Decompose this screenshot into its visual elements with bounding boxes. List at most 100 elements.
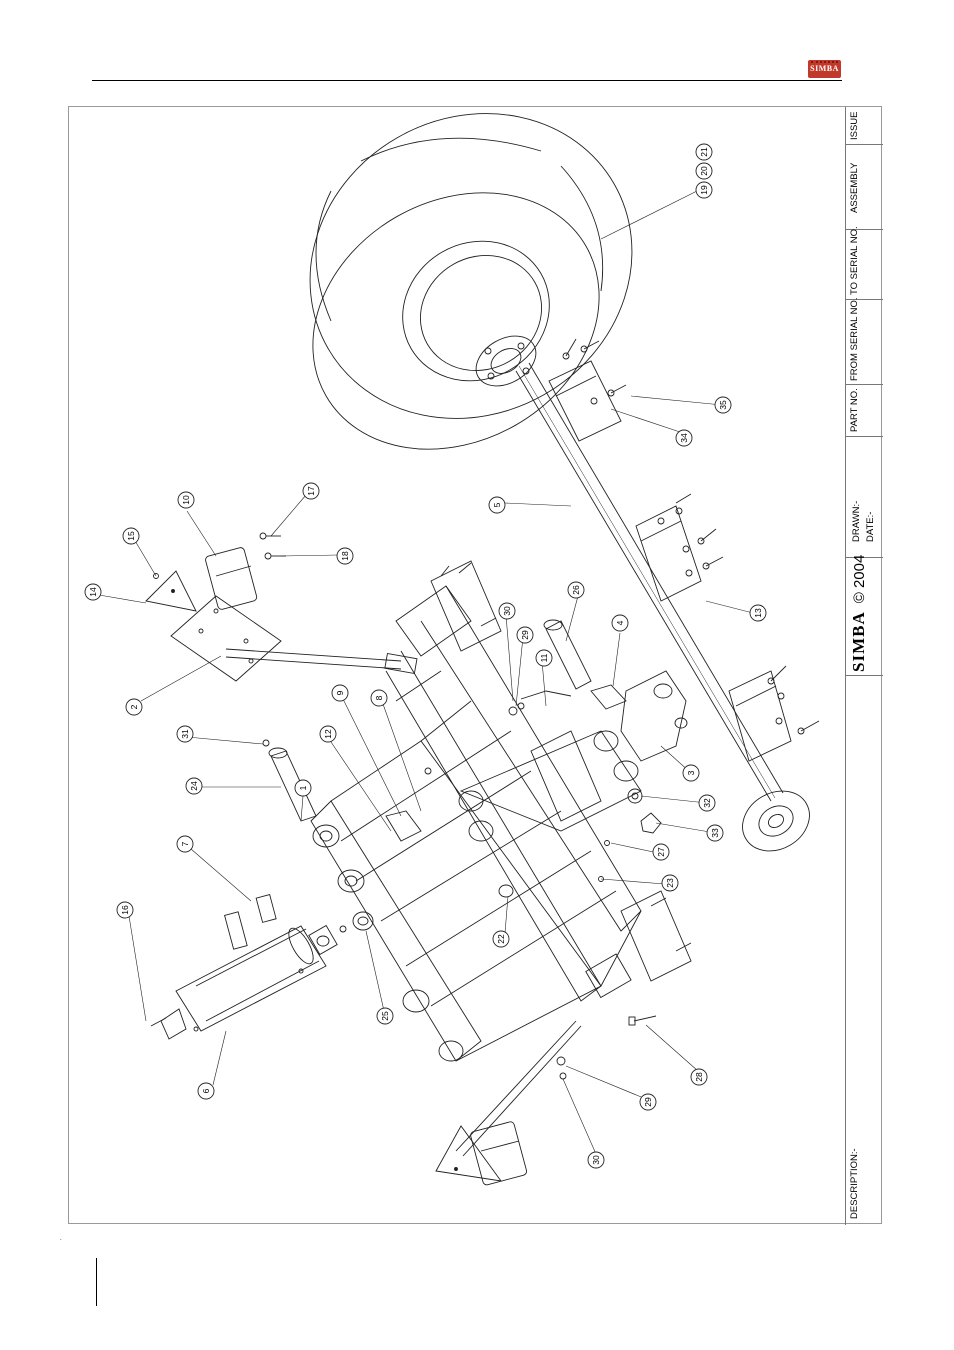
callout-3: 3: [683, 765, 699, 781]
svg-text:3: 3: [686, 770, 696, 775]
svg-text:17: 17: [306, 486, 316, 496]
callout-9: 9: [332, 685, 348, 701]
callout-15: 15: [123, 528, 139, 544]
svg-text:15: 15: [126, 531, 136, 541]
callout-30-lower: 30: [588, 1152, 604, 1168]
svg-text:10: 10: [181, 495, 191, 505]
callout-14: 14: [85, 584, 101, 600]
svg-text:20: 20: [699, 166, 709, 176]
drawing-sheet: 1 2 3 4 5 6 7 8 9 10 11 12 13 14 15 16 1…: [68, 106, 882, 1224]
svg-text:9: 9: [335, 690, 345, 695]
from-serial-label: FROM SERIAL NO.: [849, 297, 860, 381]
hydraulic-cylinder: [151, 925, 337, 1039]
callout-6: 6: [198, 1083, 214, 1099]
footer-rule: [96, 1258, 97, 1306]
wheel-tyre: [254, 107, 688, 500]
logo-year: © 2004: [851, 555, 868, 604]
callout-25: 25: [377, 1008, 393, 1024]
svg-text:6: 6: [201, 1088, 211, 1093]
svg-text:25: 25: [380, 1011, 390, 1021]
callout-27: 27: [653, 844, 669, 860]
callout-8: 8: [371, 690, 387, 706]
stop-pin-items: [154, 533, 432, 841]
callout-23: 23: [662, 875, 678, 891]
to-serial-label: TO SERIAL NO.: [849, 226, 860, 295]
title-block-logo: SIMBA © 2004: [849, 555, 869, 672]
wheel-hub: [467, 326, 544, 396]
svg-text:31: 31: [180, 729, 190, 739]
exploded-assembly-drawing: 1 2 3 4 5 6 7 8 9 10 11 12 13 14 15 16 1…: [69, 107, 883, 1225]
part-no-label: PART NO.: [849, 388, 860, 432]
title-block-divider: [845, 384, 883, 385]
frame-mount-brackets: [431, 561, 691, 981]
callout-17: 17: [303, 483, 319, 499]
callout-22: 22: [493, 931, 509, 947]
callout-26: 26: [568, 582, 584, 598]
hitch-clevis-block: [621, 671, 687, 761]
pins-and-bushes: [269, 620, 626, 932]
rear-lamp-bar: [436, 1021, 581, 1186]
svg-text:8: 8: [374, 695, 384, 700]
main-frame: [311, 586, 641, 1061]
svg-text:16: 16: [120, 905, 130, 915]
washers-nuts: [263, 703, 661, 1079]
logo-text: SIMBA: [808, 64, 841, 73]
title-block-border: [845, 107, 846, 1225]
callout-24: 24: [186, 778, 202, 794]
callout-7: 7: [177, 836, 193, 852]
title-block-divider: [845, 436, 883, 437]
svg-text:34: 34: [679, 433, 689, 443]
svg-text:13: 13: [753, 608, 763, 618]
svg-text:22: 22: [496, 934, 506, 944]
svg-text:14: 14: [88, 587, 98, 597]
frame-bolts: [629, 1016, 656, 1025]
callout-1: 1: [295, 780, 311, 796]
callout-30-upper: 30: [499, 603, 515, 619]
axle-beam: [516, 363, 783, 801]
callout-34: 34: [676, 430, 692, 446]
svg-text:30: 30: [591, 1155, 601, 1165]
callout-18: 18: [337, 548, 353, 564]
logo-brand: SIMBA: [849, 611, 868, 672]
title-block-divider: [845, 144, 883, 145]
callout-11: 11: [536, 650, 552, 666]
header-rule: [92, 80, 842, 81]
svg-text:7: 7: [180, 841, 190, 846]
axle-clamp-upper: [549, 339, 626, 441]
simba-logo: SIMBA: [808, 60, 841, 78]
date-label: DATE:-: [865, 512, 876, 542]
callout-10: 10: [178, 492, 194, 508]
svg-text:33: 33: [710, 828, 720, 838]
callout-20: 20: [696, 163, 712, 179]
assembly-label: ASSEMBLY: [849, 162, 860, 213]
callout-bubbles: 1 2 3 4 5 6 7 8 9 10 11 12 13 14 15 16 1…: [85, 144, 766, 1168]
svg-text:35: 35: [718, 400, 728, 410]
axle-clamp-lower: [729, 666, 819, 761]
callout-28: 28: [691, 1069, 707, 1085]
svg-text:18: 18: [340, 551, 350, 561]
svg-text:26: 26: [571, 585, 581, 595]
callout-5: 5: [489, 497, 505, 513]
svg-text:30: 30: [502, 606, 512, 616]
svg-text:5: 5: [492, 502, 502, 507]
svg-text:4: 4: [615, 620, 625, 625]
axle-hub-lower: [732, 779, 821, 862]
svg-text:2: 2: [129, 704, 139, 709]
page-mark: .: [60, 1236, 62, 1242]
hitch-drawbar: [171, 596, 417, 681]
svg-text:21: 21: [699, 147, 709, 157]
svg-text:23: 23: [665, 878, 675, 888]
lamp-unit: [205, 547, 258, 610]
svg-text:19: 19: [699, 185, 709, 195]
callout-13: 13: [750, 605, 766, 621]
svg-text:28: 28: [694, 1072, 704, 1082]
svg-text:12: 12: [323, 729, 333, 739]
svg-text:32: 32: [702, 798, 712, 808]
callout-4: 4: [612, 615, 628, 631]
description-label: DESCRIPTION:-: [849, 1148, 860, 1219]
cylinder-seal-rings: [225, 895, 277, 950]
callout-19: 19: [696, 182, 712, 198]
svg-text:11: 11: [539, 653, 549, 662]
issue-label: ISSUE: [849, 111, 860, 140]
svg-text:29: 29: [520, 630, 530, 640]
